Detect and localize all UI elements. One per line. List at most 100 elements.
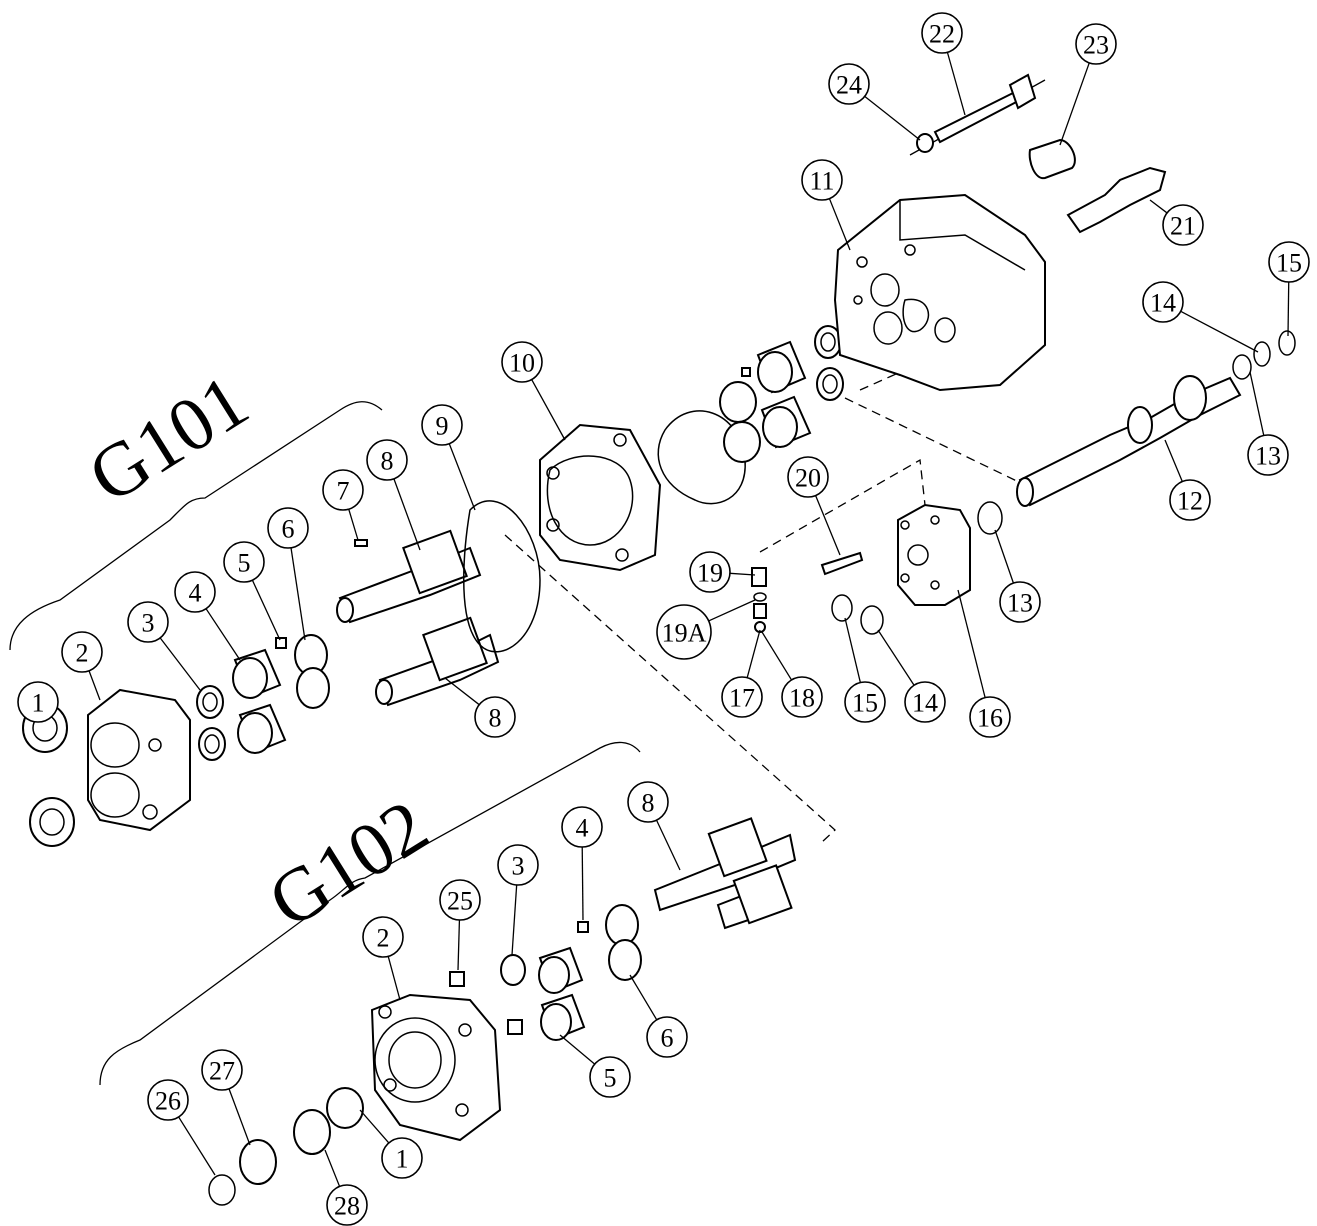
callout-leader — [205, 608, 241, 661]
assembly-line-1 — [504, 534, 836, 843]
callout-leader — [729, 572, 756, 576]
callout-bubble — [362, 916, 404, 958]
key-7-g101 — [354, 539, 368, 547]
callout-number: 15 — [852, 689, 878, 718]
callout-11: 11 — [801, 159, 851, 251]
assembly-line-4 — [859, 369, 906, 391]
callout-bubble — [61, 631, 103, 673]
callout-bubble — [646, 1016, 688, 1058]
bushing-4-g100 — [756, 340, 812, 449]
callout-number: 8 — [642, 789, 655, 818]
callout-leader — [761, 631, 793, 681]
callout-leader — [88, 670, 101, 701]
plug-19 — [751, 567, 767, 587]
callout-leader — [1059, 62, 1090, 146]
bushing-28 — [293, 1109, 331, 1155]
callout-leader — [708, 599, 756, 622]
callout-bubble — [474, 696, 516, 738]
callout-8: 8 — [366, 439, 421, 551]
wear-plate-6-g100 — [719, 381, 761, 463]
callout-15: 15 — [844, 617, 886, 723]
callout-bubble — [201, 1049, 243, 1091]
callout-leader — [559, 1034, 596, 1065]
callout-bubble — [1075, 23, 1117, 65]
callout-bubble — [656, 604, 712, 660]
callout-bubble — [844, 681, 886, 723]
callout-24: 24 — [828, 63, 921, 141]
snap-ring-15-lower — [831, 594, 853, 622]
callout-number: 28 — [334, 1192, 360, 1221]
callout-number: 16 — [977, 704, 1003, 733]
gear-shafts-8-g101 — [336, 529, 500, 707]
callout-9: 9 — [421, 404, 476, 511]
callout-number: 21 — [1170, 212, 1196, 241]
valve-body-11 — [833, 193, 1046, 392]
bushing-4-g102 — [538, 946, 586, 1041]
callout-number: 18 — [789, 684, 815, 713]
callout-leader — [655, 819, 681, 871]
seal-27 — [239, 1139, 277, 1185]
callout-leader — [877, 629, 915, 686]
screw-20 — [820, 551, 864, 576]
callout-leader — [828, 198, 851, 251]
callout-number: 4 — [576, 814, 589, 843]
callout-leader — [1287, 281, 1290, 337]
callout-25: 25 — [439, 879, 481, 971]
callout-number: 17 — [729, 684, 755, 713]
bracket-g102 — [99, 741, 641, 1086]
callout-number: 14 — [1150, 289, 1176, 318]
callout-5: 5 — [559, 1034, 631, 1098]
callout-number: 2 — [76, 639, 89, 668]
key-5-g100 — [741, 367, 751, 377]
callout-bubble — [381, 1137, 423, 1179]
callout-bubble — [223, 541, 265, 583]
callout-8: 8 — [627, 781, 681, 871]
bracket-g101 — [9, 401, 383, 651]
ring-14-upper — [1253, 341, 1271, 367]
callout-leader — [844, 617, 861, 683]
callout-5: 5 — [223, 541, 281, 641]
callout-leader — [581, 846, 584, 921]
callout-bubble — [689, 551, 731, 593]
callout-leader — [1180, 310, 1259, 353]
callout-number: 25 — [447, 887, 473, 916]
callout-number: 14 — [912, 689, 938, 718]
callout-20: 20 — [787, 456, 841, 556]
callout-7: 7 — [322, 469, 364, 541]
callout-21: 21 — [1149, 199, 1204, 246]
callout-bubble — [589, 1056, 631, 1098]
callout-bubble — [497, 844, 539, 886]
mounting-flange-2-g102 — [370, 993, 502, 1142]
callout-bubble — [147, 1079, 189, 1121]
callout-13: 13 — [1247, 371, 1289, 476]
callout-4: 4 — [174, 571, 241, 661]
callout-bubble — [127, 601, 169, 643]
callout-number: 13 — [1007, 589, 1033, 618]
assembly-line-3 — [844, 397, 1026, 486]
callout-13: 13 — [994, 529, 1041, 623]
callout-leader — [387, 956, 401, 1001]
ring-13-lower — [977, 501, 1003, 535]
callout-1: 1 — [359, 1109, 423, 1179]
key-5-g101 — [275, 637, 287, 649]
relief-valve-21 — [1066, 166, 1167, 234]
callout-leader — [746, 629, 761, 678]
callout-1: 1 — [17, 681, 59, 723]
callout-8: 8 — [444, 677, 516, 738]
callout-number: 6 — [661, 1024, 674, 1053]
callout-number: 19 — [697, 559, 723, 588]
callout-bubble — [801, 159, 843, 201]
tie-bolt-22 — [909, 73, 1046, 156]
callout-number: 3 — [142, 609, 155, 638]
callout-14: 14 — [1142, 281, 1259, 353]
callout-bubble — [999, 581, 1041, 623]
drive-shaft-12 — [1016, 375, 1242, 507]
callout-leader — [348, 508, 359, 541]
callout-6: 6 — [267, 507, 309, 641]
callout-12: 12 — [1164, 439, 1211, 521]
callout-bubble — [421, 404, 463, 446]
callout-number: 2 — [377, 924, 390, 953]
callout-number: 22 — [929, 20, 955, 49]
callout-bubble — [1169, 479, 1211, 521]
